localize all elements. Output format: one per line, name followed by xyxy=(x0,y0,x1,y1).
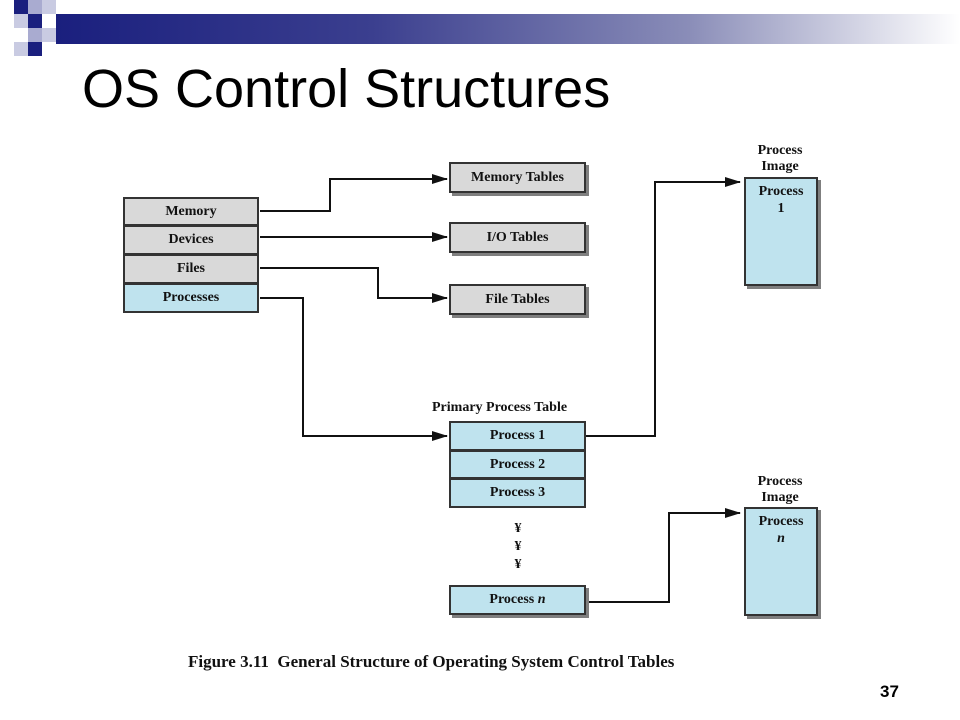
process-n-italic: n xyxy=(537,592,546,607)
arrow-memory-to-memory-tables xyxy=(260,174,448,212)
decor-square xyxy=(28,0,42,14)
process-image-line2: n xyxy=(746,530,816,547)
figure-caption: Figure 3.11 General Structure of Operati… xyxy=(188,652,675,671)
process-image-heading: Process Image xyxy=(744,474,816,506)
process-table-row: Process 2 xyxy=(449,450,586,479)
decor-square xyxy=(42,28,56,42)
process-image-heading-line1: Process xyxy=(757,474,803,489)
process-image-heading: Process Image xyxy=(744,143,816,175)
ellipsis-marks: ¥ ¥ ¥ xyxy=(506,520,530,574)
primary-process-table-heading: Primary Process Table xyxy=(432,400,568,415)
process-image-line2: 1 xyxy=(777,201,785,216)
control-stack-processes: Processes xyxy=(123,283,259,313)
control-stack-devices: Devices xyxy=(123,225,259,255)
process-image-1: Process 1 xyxy=(744,177,818,286)
process-image-heading-line2: Image xyxy=(761,490,799,505)
decor-square xyxy=(14,42,28,56)
page-number: 37 xyxy=(880,682,899,701)
arrow-files-to-file-tables xyxy=(260,267,448,303)
ellipsis-mark: ¥ xyxy=(514,539,522,554)
decor-square xyxy=(14,0,28,14)
process-table-row: Process 1 xyxy=(449,421,586,451)
process-image-n: Process n xyxy=(744,507,818,616)
decor-square xyxy=(42,0,56,14)
process-n-label: Process xyxy=(489,592,538,607)
process-image-n-italic: n xyxy=(777,531,785,546)
process-image-heading-line1: Process xyxy=(757,143,803,158)
process-table-row-n: Process n xyxy=(449,585,586,615)
memory-tables-box: Memory Tables xyxy=(449,162,586,193)
io-tables-box: I/O Tables xyxy=(449,222,586,253)
process-image-line1: Process xyxy=(758,514,804,529)
arrow-processn-to-imagen xyxy=(586,508,741,603)
control-stack-memory: Memory xyxy=(123,197,259,226)
process-image-line1: Process xyxy=(758,184,804,199)
arrow-processes-to-process-table xyxy=(260,297,448,441)
decor-square xyxy=(14,14,28,28)
page-title: OS Control Structures xyxy=(82,59,611,119)
file-tables-box: File Tables xyxy=(449,284,586,315)
decor-square xyxy=(28,42,42,56)
decor-square xyxy=(28,14,42,28)
process-table-row: Process 3 xyxy=(449,478,586,508)
ellipsis-mark: ¥ xyxy=(514,521,522,536)
arrow-process1-to-image1 xyxy=(586,177,741,437)
process-image-heading-line2: Image xyxy=(761,159,799,174)
ellipsis-mark: ¥ xyxy=(514,557,522,572)
decor-square xyxy=(28,28,42,42)
header-banner xyxy=(56,14,960,44)
control-stack-files: Files xyxy=(123,254,259,284)
